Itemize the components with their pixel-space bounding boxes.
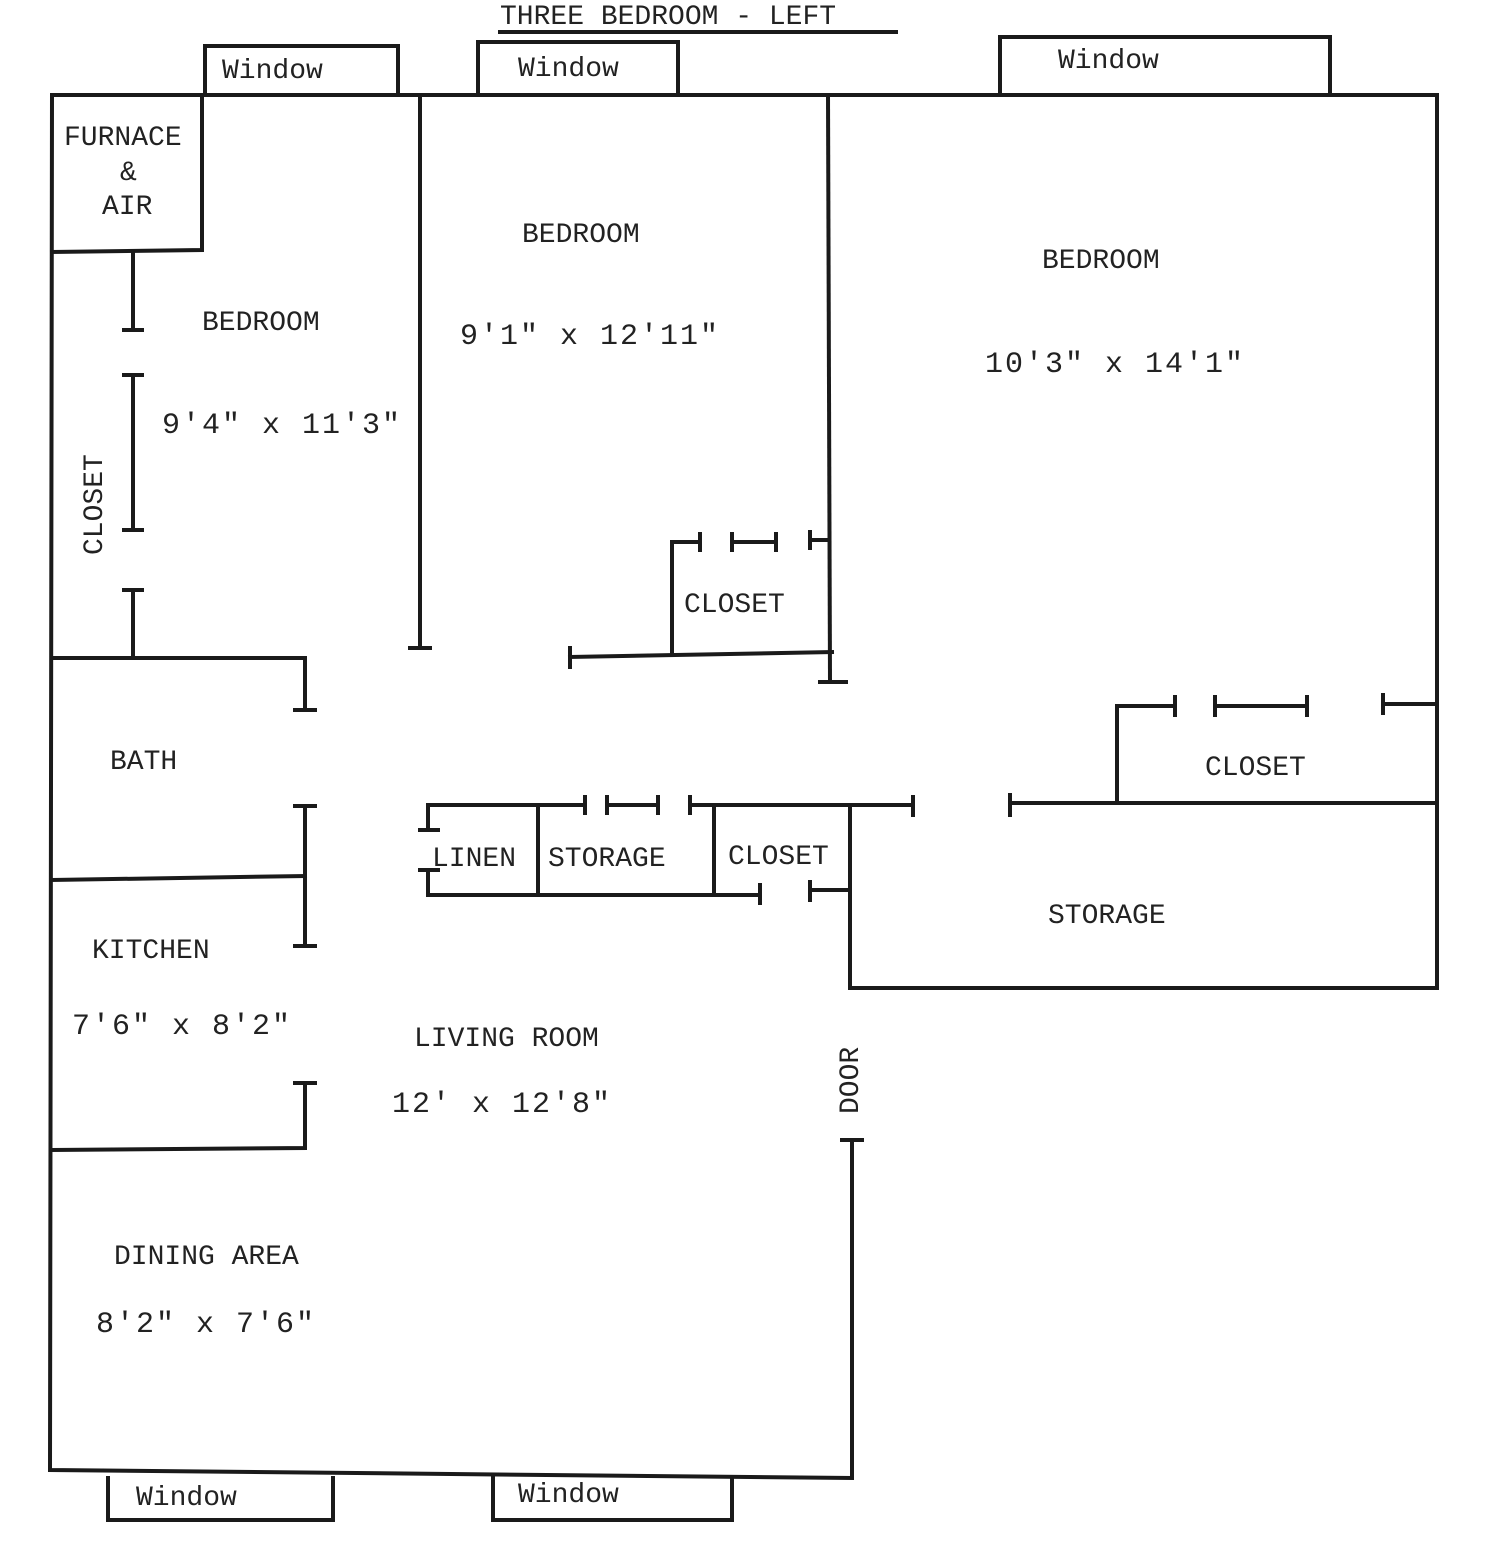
room-label: DINING AREA [114, 1242, 299, 1273]
room-label: STORAGE [548, 844, 666, 875]
room-label: CLOSET [684, 590, 785, 621]
room-label: BATH [110, 747, 177, 778]
furnace-label: FURNACE [64, 123, 182, 154]
room-label: CLOSET [1205, 753, 1306, 784]
room-label: CLOSET [80, 454, 111, 555]
room-label: BEDROOM [202, 308, 320, 339]
room-label: BEDROOM [522, 220, 640, 251]
room-label: STORAGE [1048, 901, 1166, 932]
room-label: KITCHEN [92, 936, 210, 967]
window-label: Window [1058, 46, 1159, 77]
furnace-label: & [120, 158, 137, 189]
room-size: 9'4" x 11'3" [162, 409, 402, 443]
room-label: LINEN [432, 844, 516, 875]
room-size: 8'2" x 7'6" [96, 1308, 316, 1342]
room-label: BEDROOM [1042, 246, 1160, 277]
window-label: Window [136, 1483, 237, 1514]
furnace-label: AIR [102, 192, 153, 223]
door-label: DOOR [836, 1047, 867, 1114]
walls [47, 35, 1439, 1522]
window-label: Window [518, 1480, 619, 1511]
room-size: 9'1" x 12'11" [460, 320, 720, 354]
room-size: 12' x 12'8" [392, 1088, 612, 1122]
room-size: 7'6" x 8'2" [72, 1010, 292, 1044]
window-label: Window [222, 56, 323, 87]
window-label: Window [518, 54, 619, 85]
room-label: CLOSET [728, 842, 829, 873]
room-size: 10'3" x 14'1" [985, 348, 1245, 382]
plan-title: THREE BEDROOM - LEFT [500, 2, 836, 33]
room-label: LIVING ROOM [414, 1024, 599, 1055]
